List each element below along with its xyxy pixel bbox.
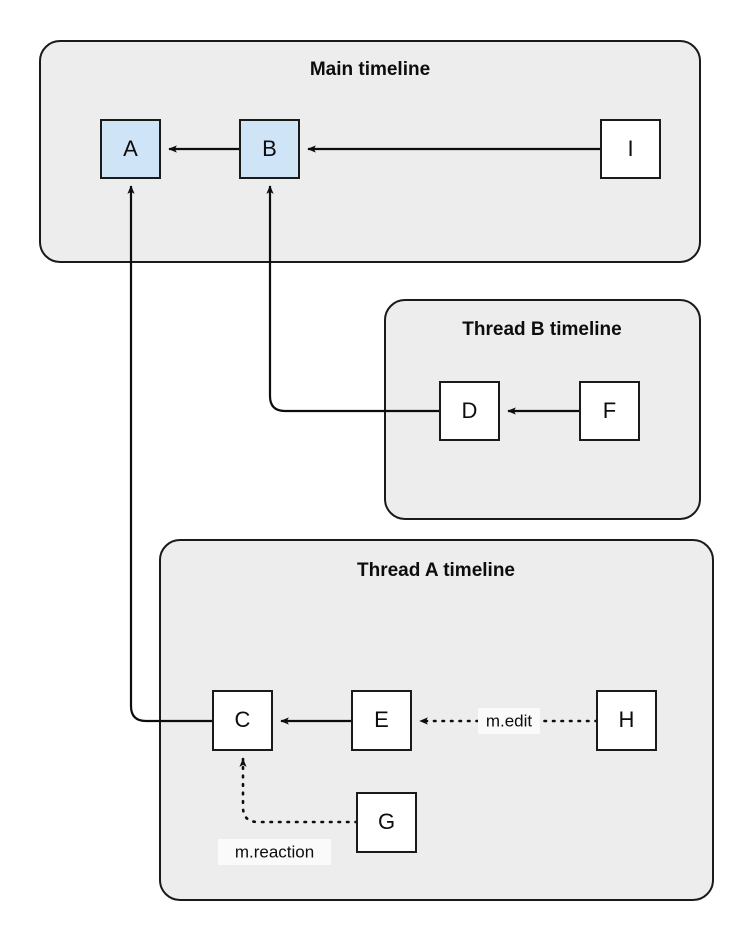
node-g-label: G bbox=[378, 809, 395, 834]
edge-label-m-edit-bg bbox=[478, 708, 540, 734]
node-h[interactable]: H bbox=[596, 690, 657, 751]
node-a[interactable]: A bbox=[100, 119, 161, 179]
node-a-label: A bbox=[123, 136, 138, 161]
node-d[interactable]: D bbox=[439, 381, 500, 441]
node-b[interactable]: B bbox=[239, 119, 300, 179]
node-i[interactable]: I bbox=[600, 119, 661, 179]
node-f-rect[interactable] bbox=[579, 381, 640, 441]
edge-g-to-c bbox=[239, 757, 359, 824]
node-h-label: H bbox=[619, 707, 635, 732]
node-e-label: E bbox=[374, 707, 389, 732]
node-c-rect[interactable] bbox=[212, 690, 273, 751]
container-thread-b-timeline: Thread B timeline bbox=[384, 299, 701, 520]
container-main-timeline: Main timeline bbox=[39, 40, 701, 263]
node-e-rect[interactable] bbox=[351, 690, 412, 751]
container-thread-b-timeline-title: Thread B timeline bbox=[462, 319, 621, 340]
node-i-label: I bbox=[627, 136, 633, 161]
node-c[interactable]: C bbox=[212, 690, 273, 751]
container-main-timeline-rect bbox=[39, 40, 701, 263]
node-d-label: D bbox=[462, 398, 478, 423]
edge-d-to-b bbox=[266, 185, 440, 413]
node-i-rect[interactable] bbox=[600, 119, 661, 179]
node-e[interactable]: E bbox=[351, 690, 412, 751]
node-d-rect[interactable] bbox=[439, 381, 500, 441]
node-b-label: B bbox=[262, 136, 277, 161]
container-thread-a-timeline-title: Thread A timeline bbox=[357, 560, 515, 581]
edge-label-m-reaction-bg bbox=[218, 839, 331, 865]
node-g[interactable]: G bbox=[356, 792, 417, 853]
node-b-rect[interactable] bbox=[239, 119, 300, 179]
node-c-label: C bbox=[235, 707, 251, 732]
edge-c-to-a bbox=[127, 185, 213, 723]
container-thread-b-timeline-rect bbox=[384, 299, 701, 520]
container-main-timeline-title: Main timeline bbox=[310, 59, 430, 80]
node-a-rect[interactable] bbox=[100, 119, 161, 179]
node-h-rect[interactable] bbox=[596, 690, 657, 751]
node-g-rect[interactable] bbox=[356, 792, 417, 853]
edge-label-m-edit: m.edit bbox=[478, 708, 540, 734]
edge-label-m-reaction-text: m.reaction bbox=[235, 842, 314, 861]
node-f-label: F bbox=[603, 398, 616, 423]
container-thread-a-timeline: Thread A timeline bbox=[159, 539, 714, 901]
edge-label-m-reaction: m.reaction bbox=[218, 839, 331, 865]
edge-label-m-edit-text: m.edit bbox=[486, 711, 533, 730]
node-f[interactable]: F bbox=[579, 381, 640, 441]
